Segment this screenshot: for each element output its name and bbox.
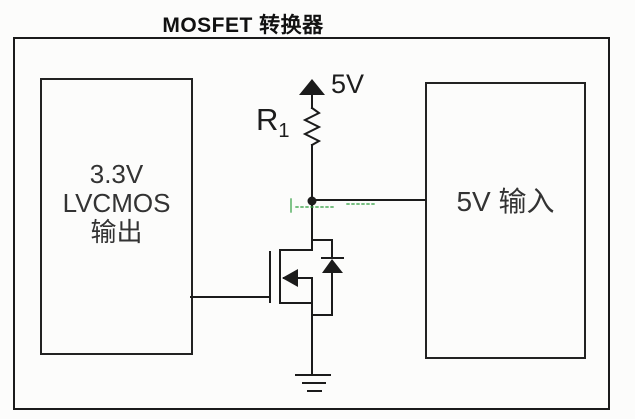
left-block-line-3: 输出 [90, 217, 143, 247]
outer-frame [13, 37, 610, 410]
mosfet-symbol [269, 249, 313, 316]
green-watermark [290, 198, 375, 213]
left-block-line-2: LVCMOS [62, 188, 171, 218]
right-block-5v-input: 5V 输入 [425, 82, 586, 359]
resistor-label: R1 [256, 102, 290, 141]
diagram-title: MOSFET 转换器 [162, 14, 324, 37]
resistor-zigzag [302, 106, 322, 147]
resistor-name: R [256, 102, 279, 137]
right-block-label: 5V 输入 [456, 185, 555, 217]
diode-triangle-icon [322, 259, 343, 273]
ground-icon [295, 374, 331, 392]
resistor-subscript: 1 [278, 120, 290, 143]
supply-voltage-label: 5V [331, 69, 365, 99]
left-block-line-1: 3.3V [89, 159, 144, 189]
body-diode [311, 239, 344, 316]
supply-arrow-icon [299, 79, 325, 95]
left-block-lvcmos-output: 3.3V LVCMOS 输出 [40, 78, 193, 355]
mosfet-body-arrow-icon [282, 269, 298, 287]
